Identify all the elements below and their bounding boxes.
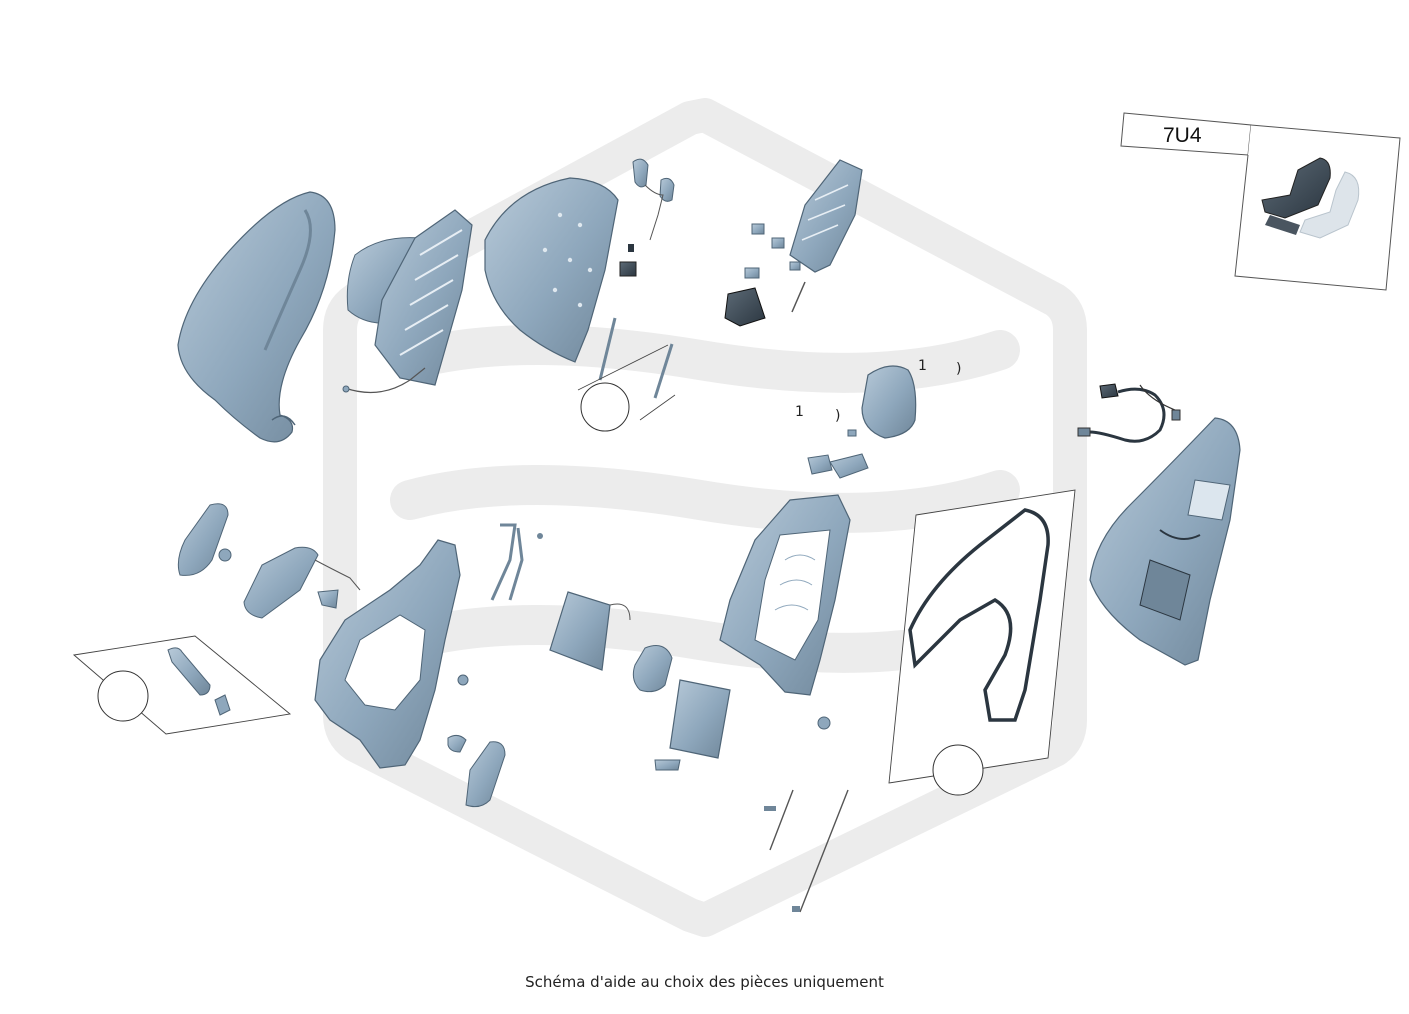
seat-thumbnail-icon — [1261, 157, 1360, 239]
part-seatback-cover[interactable] — [177, 191, 336, 443]
part-backrest-frame[interactable] — [719, 494, 851, 730]
part-side-trim-left[interactable] — [177, 503, 361, 619]
part-seal-detail[interactable] — [888, 489, 1076, 796]
part-lumbar-plate[interactable] — [744, 159, 863, 313]
part-backrest-panel[interactable] — [342, 209, 473, 394]
part-seat-frame-left[interactable] — [314, 539, 469, 769]
svg-text:): ) — [956, 361, 961, 377]
part-side-cover[interactable] — [632, 645, 731, 771]
option-code-label: 7U4 — [1163, 124, 1202, 147]
part-headrest[interactable]: 1 ) 1 ) — [795, 358, 961, 479]
part-rear-backrest-panel[interactable] — [1089, 417, 1241, 666]
part-side-trim-lower[interactable] — [465, 741, 506, 808]
part-headrest-guides[interactable] — [619, 158, 675, 277]
part-wire-harness[interactable] — [1077, 383, 1181, 443]
part-guide-rods[interactable] — [490, 523, 543, 601]
svg-text:1: 1 — [918, 358, 927, 374]
diagram-caption: Schéma d'aide au choix des pièces unique… — [525, 973, 884, 991]
part-module-center[interactable] — [549, 591, 631, 671]
part-backrest-shell[interactable] — [484, 177, 619, 363]
part-bowden-cables[interactable] — [764, 789, 849, 913]
svg-text:): ) — [835, 408, 840, 424]
option-box: 7U4 — [1120, 112, 1401, 291]
part-struts-detail[interactable] — [577, 317, 676, 432]
part-adjuster-detail[interactable] — [72, 635, 292, 735]
svg-text:1: 1 — [795, 404, 804, 420]
part-control-unit[interactable] — [724, 287, 766, 327]
